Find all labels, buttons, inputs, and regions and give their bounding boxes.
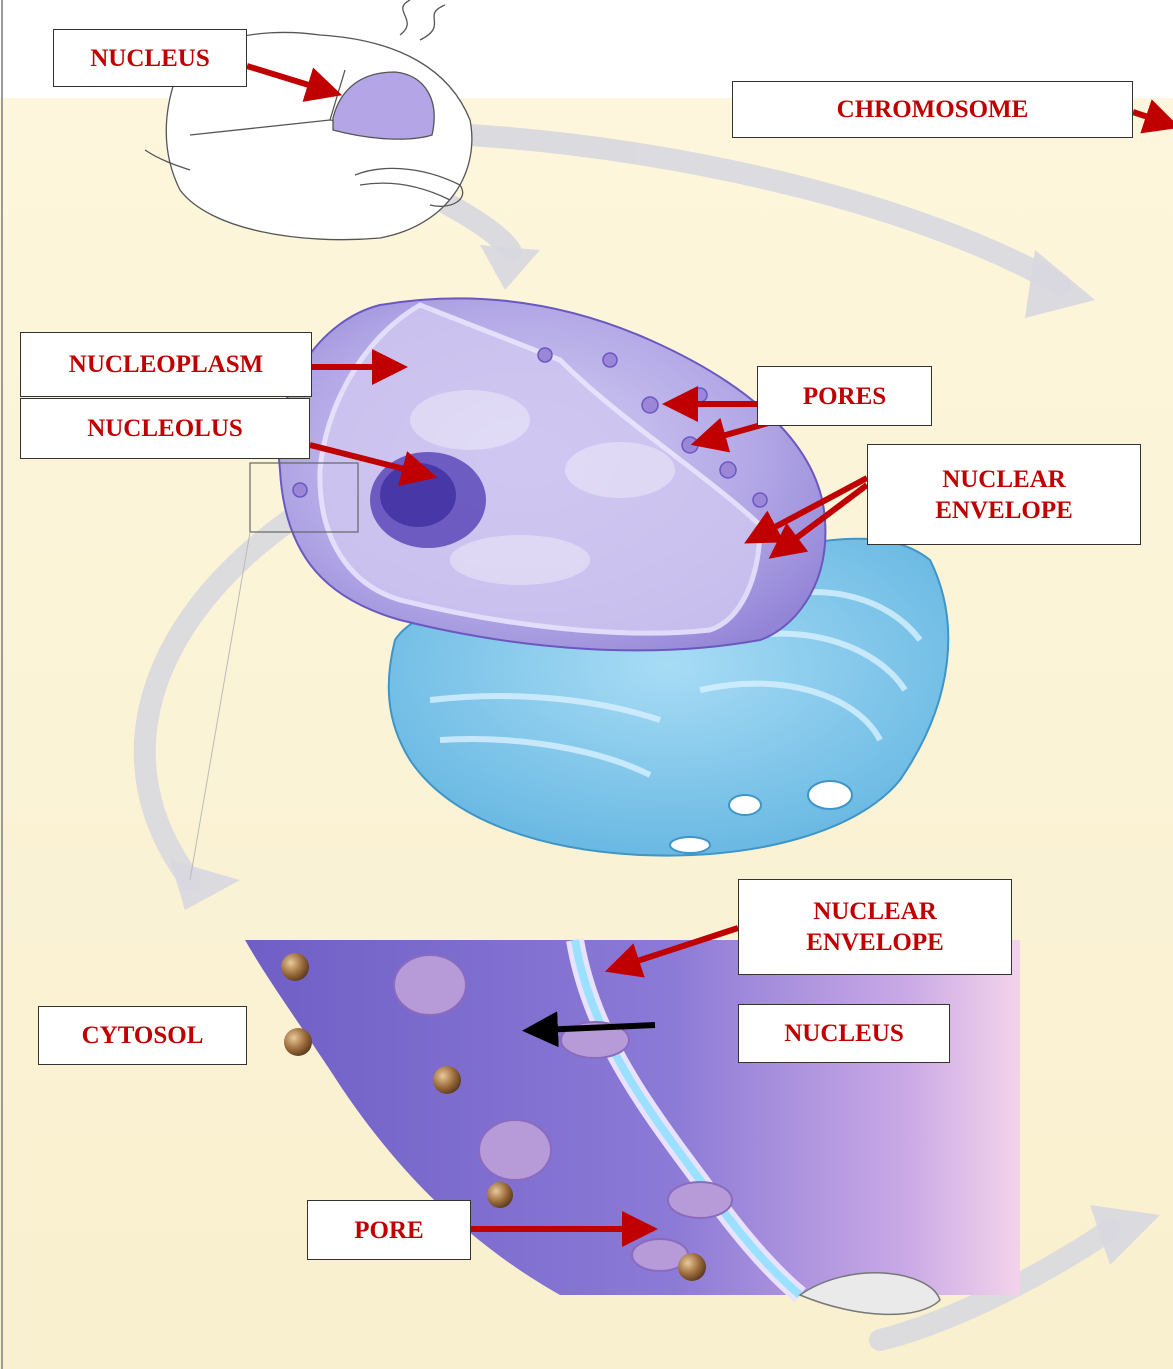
label-nucleus-top: NUCLEUS (53, 29, 247, 87)
label-nucleus-bottom: NUCLEUS (738, 1004, 950, 1063)
label-pores: PORES (757, 366, 932, 426)
label-nuclear-envelope-bottom: NUCLEAR ENVELOPE (738, 879, 1012, 975)
label-cytosol: CYTOSOL (38, 1006, 247, 1065)
label-nucleoplasm: NUCLEOPLASM (20, 332, 312, 397)
label-nucleolus: NUCLEOLUS (20, 398, 310, 459)
label-nuclear-envelope-top: NUCLEAR ENVELOPE (867, 444, 1141, 545)
label-pore: PORE (307, 1200, 471, 1260)
label-chromosome: CHROMOSOME (732, 81, 1133, 138)
